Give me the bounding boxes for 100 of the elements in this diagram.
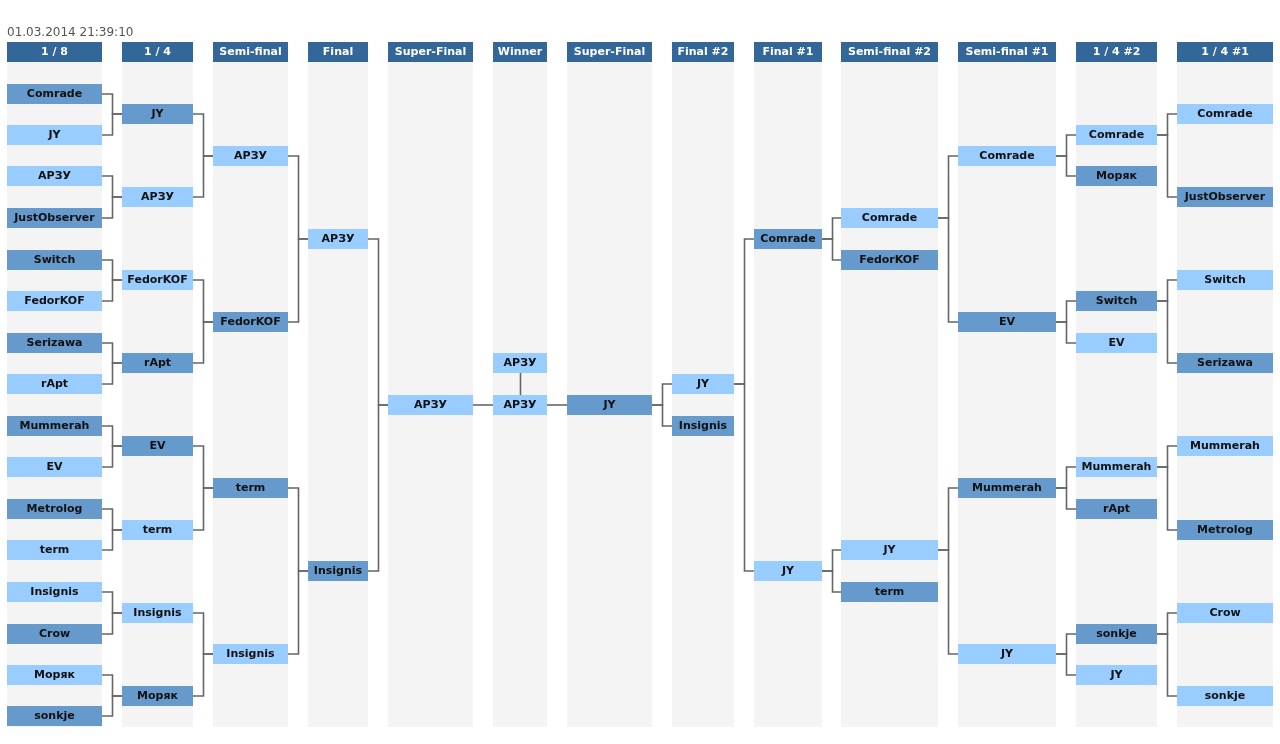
round-column bbox=[958, 42, 1056, 727]
player-box: FedorKOF bbox=[213, 312, 288, 332]
round-header: Winner bbox=[493, 42, 547, 62]
player-box: АРЗУ bbox=[388, 395, 473, 415]
bracket-line bbox=[101, 445, 123, 468]
bracket-line bbox=[1055, 321, 1077, 344]
bracket-line bbox=[821, 570, 842, 593]
player-box: Metrolog bbox=[7, 499, 102, 519]
player-box: АРЗУ bbox=[493, 395, 547, 415]
bracket-line bbox=[472, 404, 494, 406]
player-box: EV bbox=[7, 457, 102, 477]
player-box: АРЗУ bbox=[493, 353, 547, 373]
round-column bbox=[213, 42, 288, 727]
bracket-line bbox=[1156, 466, 1178, 531]
player-box: Insignis bbox=[672, 416, 734, 436]
player-box: Insignis bbox=[7, 582, 102, 602]
bracket-line bbox=[192, 155, 214, 198]
bracket-line bbox=[937, 549, 959, 655]
round-header: Final #1 bbox=[754, 42, 822, 62]
round-header: 1 / 4 bbox=[122, 42, 193, 62]
bracket-line bbox=[101, 612, 123, 635]
player-box: rApt bbox=[7, 374, 102, 394]
round-column bbox=[1076, 42, 1157, 727]
round-header: Super-Final bbox=[388, 42, 473, 62]
player-box: rApt bbox=[1076, 499, 1157, 519]
bracket-line bbox=[1055, 653, 1077, 676]
player-box: term bbox=[7, 540, 102, 560]
round-header: 1 / 4 #1 bbox=[1177, 42, 1273, 62]
player-box: JY bbox=[672, 374, 734, 394]
round-column bbox=[841, 42, 938, 727]
round-column bbox=[388, 42, 473, 727]
round-column bbox=[672, 42, 734, 727]
player-box: term bbox=[122, 520, 193, 540]
bracket-line bbox=[192, 487, 214, 531]
bracket-line bbox=[821, 238, 842, 261]
bracket-line bbox=[546, 404, 568, 406]
player-box: Comrade bbox=[841, 208, 938, 228]
player-box: term bbox=[841, 582, 938, 602]
round-header: Semi-final bbox=[213, 42, 288, 62]
player-box: FedorKOF bbox=[841, 250, 938, 270]
player-box: JustObserver bbox=[1177, 187, 1273, 207]
player-box: term bbox=[213, 478, 288, 498]
player-box: Crow bbox=[1177, 603, 1273, 623]
bracket-line bbox=[101, 362, 123, 385]
round-column bbox=[122, 42, 193, 727]
player-box: Metrolog bbox=[1177, 520, 1273, 540]
round-header: Semi-final #1 bbox=[958, 42, 1056, 62]
timestamp-label: 01.03.2014 21:39:10 bbox=[7, 25, 134, 39]
player-box: Моряк bbox=[122, 686, 193, 706]
bracket-line bbox=[101, 695, 123, 717]
bracket-line bbox=[1055, 155, 1077, 177]
player-box: FedorKOF bbox=[122, 270, 193, 290]
player-box: EV bbox=[122, 436, 193, 456]
player-box: Serizawa bbox=[1177, 353, 1273, 373]
round-header: Final #2 bbox=[672, 42, 734, 62]
bracket-line bbox=[101, 529, 123, 551]
bracket-line bbox=[101, 196, 123, 219]
player-box: JY bbox=[122, 104, 193, 124]
round-header: Super-Final bbox=[567, 42, 652, 62]
player-box: rApt bbox=[122, 353, 193, 373]
player-box: Mummerah bbox=[7, 416, 102, 436]
round-header: 1 / 8 bbox=[7, 42, 102, 62]
player-box: Comrade bbox=[1076, 125, 1157, 145]
player-box: sonkje bbox=[7, 706, 102, 726]
player-box: Crow bbox=[7, 624, 102, 644]
player-box: Моряк bbox=[7, 665, 102, 685]
round-column bbox=[567, 42, 652, 727]
bracket-line bbox=[519, 372, 522, 396]
player-box: JY bbox=[1076, 665, 1157, 685]
player-box: Comrade bbox=[1177, 104, 1273, 124]
player-box: Switch bbox=[7, 250, 102, 270]
player-box: Insignis bbox=[122, 603, 193, 623]
player-box: АРЗУ bbox=[122, 187, 193, 207]
bracket-line bbox=[651, 404, 673, 427]
player-box: Mummerah bbox=[958, 478, 1056, 498]
player-box: JY bbox=[958, 644, 1056, 664]
player-box: АРЗУ bbox=[308, 229, 368, 249]
player-box: Insignis bbox=[213, 644, 288, 664]
player-box: Mummerah bbox=[1076, 457, 1157, 477]
player-box: Serizawa bbox=[7, 333, 102, 353]
round-column bbox=[308, 42, 368, 727]
bracket-line bbox=[1156, 134, 1178, 198]
player-box: Comrade bbox=[754, 229, 822, 249]
bracket-line bbox=[101, 113, 123, 136]
bracket-line bbox=[1156, 633, 1178, 697]
bracket-line bbox=[287, 570, 309, 655]
bracket-line bbox=[937, 217, 959, 323]
round-column bbox=[1177, 42, 1273, 727]
player-box: АРЗУ bbox=[213, 146, 288, 166]
player-box: FedorKOF bbox=[7, 291, 102, 311]
player-box: EV bbox=[1076, 333, 1157, 353]
player-box: Switch bbox=[1177, 270, 1273, 290]
player-box: АРЗУ bbox=[7, 166, 102, 186]
player-box: sonkje bbox=[1076, 624, 1157, 644]
round-header: Final bbox=[308, 42, 368, 62]
bracket-line bbox=[101, 279, 123, 302]
player-box: Switch bbox=[1076, 291, 1157, 311]
player-box: JY bbox=[7, 125, 102, 145]
round-header: 1 / 4 #2 bbox=[1076, 42, 1157, 62]
player-box: EV bbox=[958, 312, 1056, 332]
